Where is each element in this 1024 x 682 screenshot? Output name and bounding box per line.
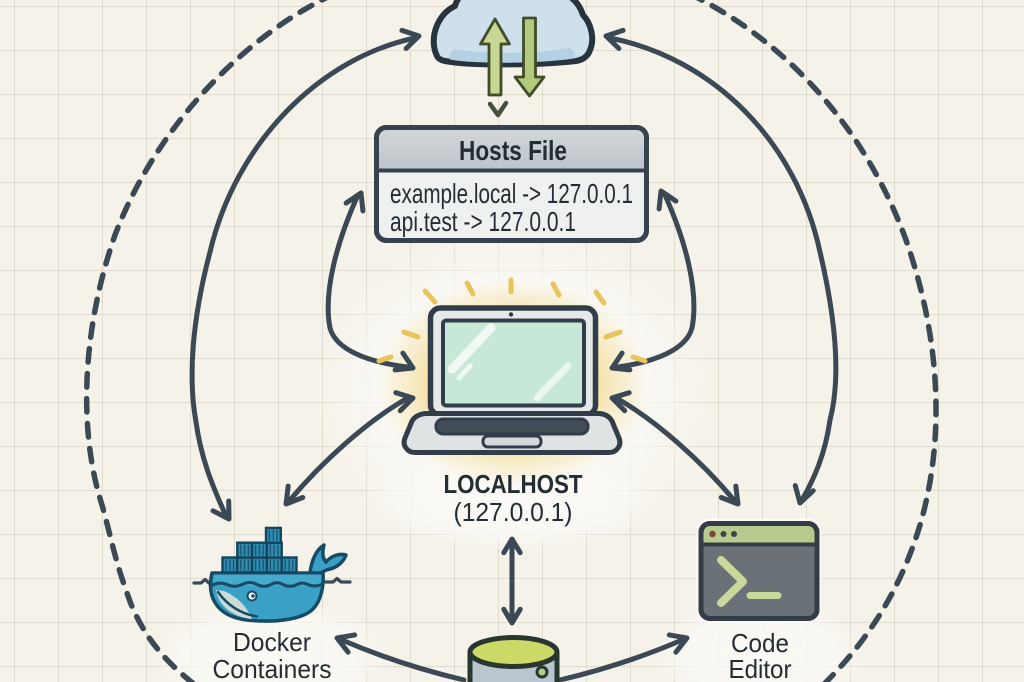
svg-text:Hosts File: Hosts File	[459, 135, 567, 166]
svg-text:Code: Code	[731, 628, 789, 658]
svg-text:Docker: Docker	[233, 627, 311, 657]
svg-text:example.local -> 127.0.0.1: example.local -> 127.0.0.1	[390, 178, 633, 209]
svg-text:Containers: Containers	[213, 654, 332, 682]
svg-text:api.test -> 127.0.0.1: api.test -> 127.0.0.1	[390, 206, 576, 237]
svg-text:LOCALHOST: LOCALHOST	[444, 469, 583, 499]
svg-text:Editor: Editor	[729, 654, 792, 682]
svg-text:(127.0.0.1): (127.0.0.1)	[454, 497, 573, 527]
